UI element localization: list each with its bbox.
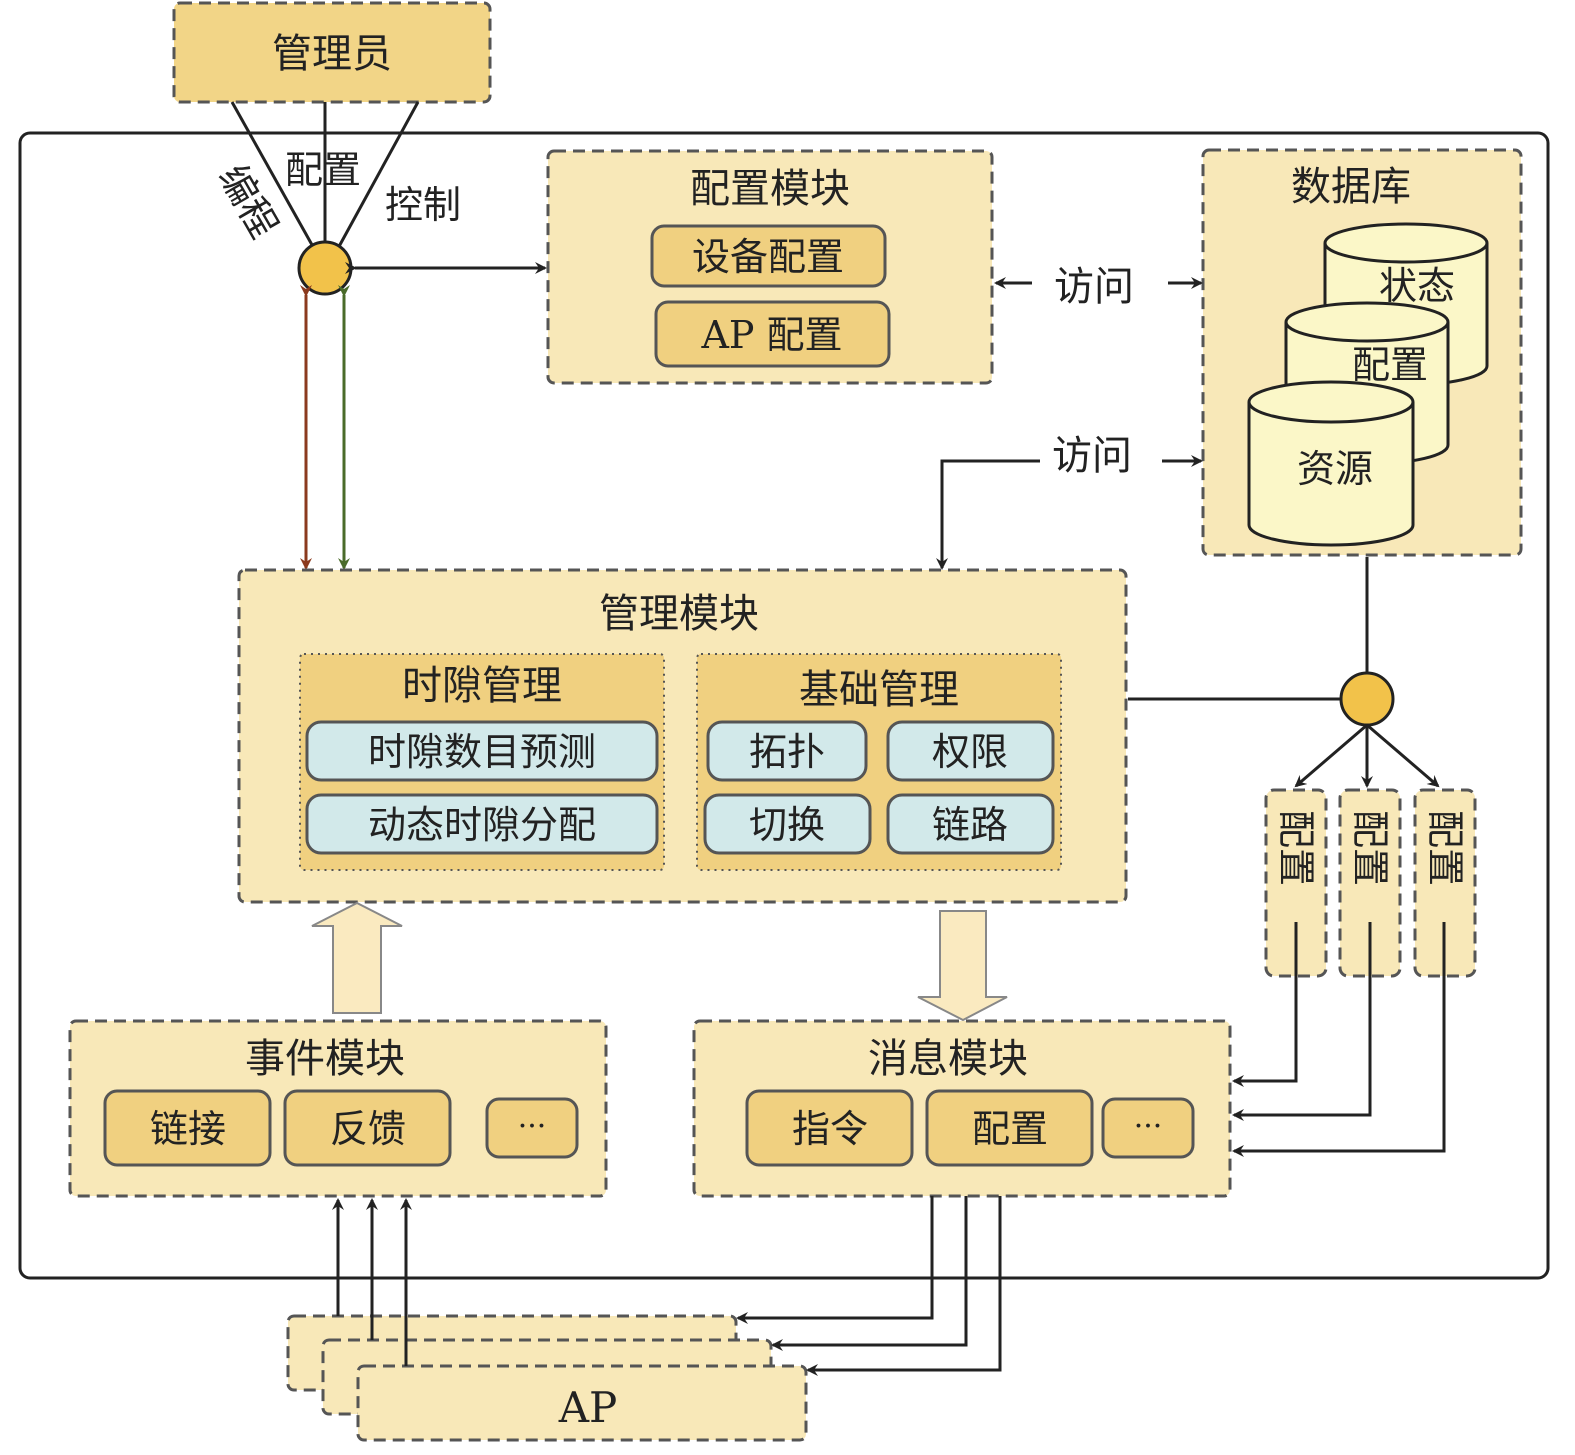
config-bin-3: 配置 bbox=[1413, 788, 1477, 978]
admin-link-config: 配置 bbox=[285, 148, 361, 192]
slot-item-alloc bbox=[305, 793, 659, 855]
basic-management: 基础管理 拓扑 权限 切换 链路 bbox=[696, 653, 1062, 871]
access-label-2: 访问 bbox=[1052, 433, 1132, 479]
config-bin-2-label: 配置 bbox=[1348, 810, 1392, 886]
slot-item-alloc-label: 动态时隙分配 bbox=[368, 803, 596, 847]
bin2-to-message bbox=[1232, 922, 1372, 1121]
basic-item-link bbox=[886, 793, 1055, 855]
config-bin-3-label: 配置 bbox=[1423, 810, 1467, 886]
management-module-title: 管理模块 bbox=[599, 591, 759, 637]
system-frame bbox=[18, 131, 1550, 1280]
access-label-1: 访问 bbox=[1054, 264, 1134, 310]
basic-item-link-label: 链路 bbox=[932, 803, 1008, 847]
mgmt-to-message-block-arrow bbox=[917, 910, 1008, 1022]
basic-item-permission bbox=[886, 720, 1055, 782]
hub-branch-3 bbox=[1366, 723, 1440, 788]
message-module-title: 消息模块 bbox=[868, 1036, 1028, 1082]
ap-stack: AP bbox=[286, 1314, 808, 1442]
message-module: 消息模块 指令 配置 ··· bbox=[692, 1019, 1232, 1198]
event-item-more bbox=[485, 1097, 579, 1159]
db-state-label: 状态 bbox=[1379, 264, 1455, 308]
event-to-mgmt-block-arrow bbox=[311, 901, 403, 1014]
config-module: 配置模块 设备配置 AP 配置 bbox=[546, 149, 994, 385]
management-module: 管理模块 时隙管理 时隙数目预测 动态时隙分配 基础管理 拓扑 权限 切换 链路 bbox=[237, 568, 1128, 904]
db-resource-label: 资源 bbox=[1297, 447, 1373, 491]
config-item-device bbox=[650, 224, 887, 288]
slot-item-predict bbox=[305, 720, 659, 782]
basic-item-handover-label: 切换 bbox=[749, 803, 825, 847]
basic-item-topology-label: 拓扑 bbox=[749, 730, 825, 774]
message-to-ap-2 bbox=[771, 1196, 968, 1351]
database: 数据库 状态 配置 资源 bbox=[1201, 148, 1523, 557]
admin-link-program: 编程 bbox=[210, 158, 286, 246]
access-connector-2 bbox=[936, 459, 1040, 570]
config-bin-1: 配置 bbox=[1264, 788, 1328, 978]
bin3-to-message bbox=[1232, 922, 1446, 1157]
slot-management: 时隙管理 时隙数目预测 动态时隙分配 bbox=[299, 653, 665, 871]
basic-management-title: 基础管理 bbox=[799, 667, 959, 713]
message-item-more bbox=[1101, 1097, 1195, 1159]
config-module-title: 配置模块 bbox=[690, 166, 850, 212]
basic-item-handover bbox=[703, 793, 872, 855]
config-item-ap-label: AP 配置 bbox=[700, 313, 842, 357]
basic-item-topology bbox=[706, 720, 868, 782]
message-item-more-label: ··· bbox=[1134, 1109, 1163, 1144]
ap-label: AP bbox=[558, 1383, 618, 1432]
event-item-link-label: 链接 bbox=[150, 1107, 226, 1151]
admin-title: 管理员 bbox=[272, 31, 392, 77]
message-to-ap-1 bbox=[736, 1196, 934, 1324]
db-config-label: 配置 bbox=[1352, 343, 1428, 387]
hub-branch-1 bbox=[1294, 723, 1368, 788]
hub-node-right bbox=[1339, 671, 1395, 727]
message-item-command bbox=[745, 1089, 914, 1167]
event-module: 事件模块 链接 反馈 ··· bbox=[68, 1019, 608, 1198]
db-cylinder-resource: 资源 bbox=[1247, 380, 1415, 547]
event-item-feedback bbox=[283, 1089, 452, 1167]
hub-node-top bbox=[297, 240, 353, 296]
config-bin-2: 配置 bbox=[1338, 788, 1402, 978]
slot-item-predict-label: 时隙数目预测 bbox=[368, 730, 596, 774]
slot-management-title: 时隙管理 bbox=[402, 663, 562, 709]
message-item-command-label: 指令 bbox=[792, 1107, 868, 1151]
message-to-ap-3 bbox=[806, 1196, 1002, 1376]
message-item-config bbox=[925, 1089, 1094, 1167]
admin-box: 管理员 bbox=[172, 1, 492, 104]
config-bin-1-label: 配置 bbox=[1274, 810, 1318, 886]
database-title: 数据库 bbox=[1291, 164, 1411, 210]
event-item-more-label: ··· bbox=[518, 1109, 547, 1144]
config-item-ap bbox=[654, 300, 891, 368]
bin1-to-message bbox=[1232, 922, 1298, 1087]
message-item-config-label: 配置 bbox=[972, 1107, 1048, 1151]
admin-connectors bbox=[230, 101, 420, 253]
basic-item-permission-label: 权限 bbox=[932, 730, 1008, 774]
config-item-device-label: 设备配置 bbox=[692, 235, 844, 279]
event-item-link bbox=[103, 1089, 272, 1167]
event-item-feedback-label: 反馈 bbox=[330, 1107, 406, 1151]
event-module-title: 事件模块 bbox=[245, 1036, 405, 1082]
admin-link-control: 控制 bbox=[385, 183, 461, 227]
